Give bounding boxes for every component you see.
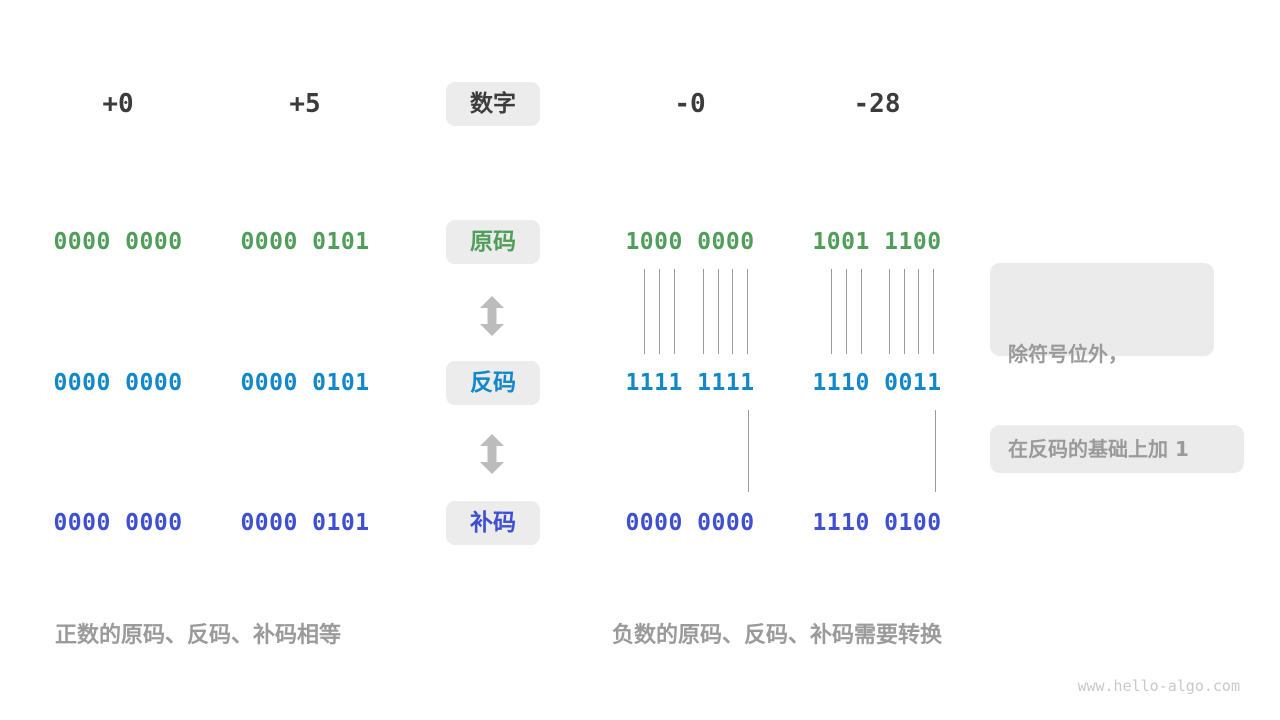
twos-complement-value: 0000 0000 (53, 510, 183, 536)
bit-flip-line (846, 269, 847, 354)
ones-complement-value: 0000 0101 (240, 370, 370, 396)
twos-complement-badge: 补码 (446, 501, 540, 545)
header-badge-number: 数字 (446, 82, 540, 126)
watermark: www.hello-algo.com (1077, 677, 1240, 695)
sign-magnitude-value: 0000 0000 (53, 229, 183, 255)
bit-flip-line (889, 269, 890, 354)
bit-flip-line (703, 269, 704, 354)
sign-magnitude-value: 1000 0000 (625, 229, 755, 255)
header-value-minus0: -0 (674, 89, 706, 119)
up-down-arrow-icon (480, 296, 504, 336)
flip-note: 除符号位外， 对其余所有位取反 (990, 263, 1214, 459)
plus-one-note: 在反码的基础上加 1 (990, 425, 1244, 473)
plus-one-line (935, 410, 936, 492)
caption-negative: 负数的原码、反码、补码需要转换 (612, 623, 943, 648)
caption-positive: 正数的原码、反码、补码相等 (55, 623, 342, 648)
bit-flip-line (831, 269, 832, 354)
ones-complement-value: 1111 1111 (625, 370, 755, 396)
bit-flip-line (674, 269, 675, 354)
sign-magnitude-value: 1001 1100 (812, 229, 942, 255)
header-value-minus28: -28 (853, 89, 901, 119)
header-value-plus0: +0 (102, 89, 134, 119)
flip-note-line1: 除符号位外， (1008, 342, 1128, 366)
plus-one-line (748, 410, 749, 492)
up-down-arrow-icon (480, 434, 504, 474)
ones-complement-badge: 反码 (446, 361, 540, 405)
twos-complement-value: 0000 0101 (240, 510, 370, 536)
bit-flip-line (904, 269, 905, 354)
bit-flip-line (659, 269, 660, 354)
bit-flip-line (644, 269, 645, 354)
sign-magnitude-value: 0000 0101 (240, 229, 370, 255)
bit-flip-line (933, 269, 934, 354)
bit-flip-line (732, 269, 733, 354)
header-value-plus5: +5 (289, 89, 321, 119)
bit-flip-line (861, 269, 862, 354)
bit-flip-line (747, 269, 748, 354)
sign-magnitude-badge: 原码 (446, 220, 540, 264)
bit-flip-line (918, 269, 919, 354)
twos-complement-value: 0000 0000 (625, 510, 755, 536)
bit-flip-line (718, 269, 719, 354)
twos-complement-value: 1110 0100 (812, 510, 942, 536)
ones-complement-value: 1110 0011 (812, 370, 942, 396)
ones-complement-value: 0000 0000 (53, 370, 183, 396)
